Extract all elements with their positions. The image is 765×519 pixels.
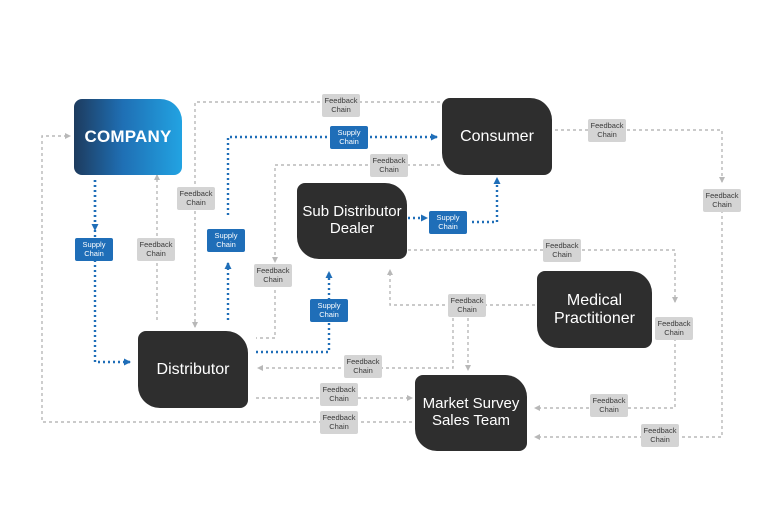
feedback-line-consumer-right: [555, 129, 725, 183]
supply-line-sub-consumer-up: [472, 177, 501, 224]
company-node: COMPANY: [74, 99, 182, 175]
supply-line-company-distributor: [93, 180, 131, 366]
sub-distributor-node: Sub Distributor Dealer: [297, 183, 407, 259]
medical-label-line1: Medical: [566, 291, 623, 309]
medical-practitioner-node: Medical Practitioner: [537, 271, 652, 348]
consumer-node: Consumer: [442, 98, 552, 175]
market-survey-label-line2: Sales Team: [431, 412, 511, 429]
distributor-node: Distributor: [138, 331, 248, 408]
feedback-line-survey-company: [41, 133, 412, 423]
feedback-line-medical-left: [387, 269, 535, 306]
consumer-label: Consumer: [460, 127, 534, 145]
distributor-label: Distributor: [156, 360, 230, 378]
feedback-line-sub-medical: [408, 249, 678, 303]
sub-distributor-label-line1: Sub Distributor: [302, 203, 402, 221]
feedback-line-sub-to-distributor: [256, 290, 276, 339]
medical-label-line2: Practitioner: [554, 309, 635, 327]
feedback-line-center-distributor: [257, 318, 454, 371]
market-survey-node: Market Survey Sales Team: [415, 375, 527, 451]
company-label: COMPANY: [84, 127, 172, 147]
sub-distributor-label-line2: Dealer: [329, 220, 375, 237]
supply-line-distributor-consumer: [226, 133, 438, 215]
market-survey-label-line1: Market Survey: [422, 395, 520, 413]
feedback-line-medical-down: [534, 332, 676, 411]
supply-line-distributor-sub: [256, 271, 333, 354]
